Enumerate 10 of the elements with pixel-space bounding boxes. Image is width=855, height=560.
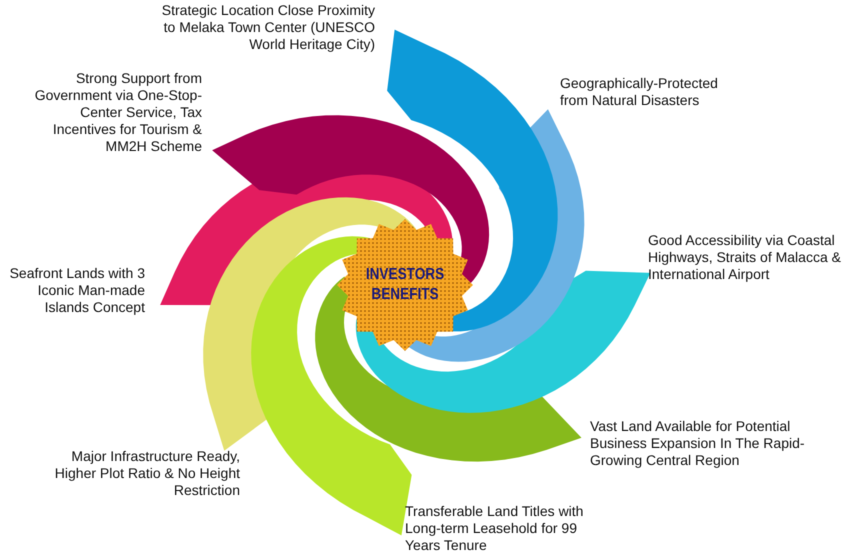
center-title: INVESTORS BENEFITS xyxy=(364,265,446,305)
benefit-text: Geographically-Protected from Natural Disasters xyxy=(560,75,719,109)
benefit-text: Strong Support from Government via One-Stop-Center Service, Tax Incentives for Tourism & MM2H Scheme xyxy=(34,70,202,155)
benefit-text: Good Accessibility via Coastal Highways, Straits of Malacca & International Airport xyxy=(648,232,842,283)
benefit-text: Strategic Location Close Proximity to Melaka Town Center (UNESCO World Heritage City) xyxy=(160,2,375,53)
benefit-text: Transferable Land Titles with Long-term Leasehold for 99 Years Tenure xyxy=(405,503,584,554)
star-burst xyxy=(335,217,475,353)
benefit-text: Vast Land Available for Potential Business Expansion In The Rapid-Growing Central Region xyxy=(590,418,806,469)
benefit-text: Seafront Lands with 3 Iconic Man-made Islands Concept xyxy=(8,265,145,316)
benefit-text: Major Infrastructure Ready, Higher Plot Ratio & No Height Restriction xyxy=(54,448,240,499)
